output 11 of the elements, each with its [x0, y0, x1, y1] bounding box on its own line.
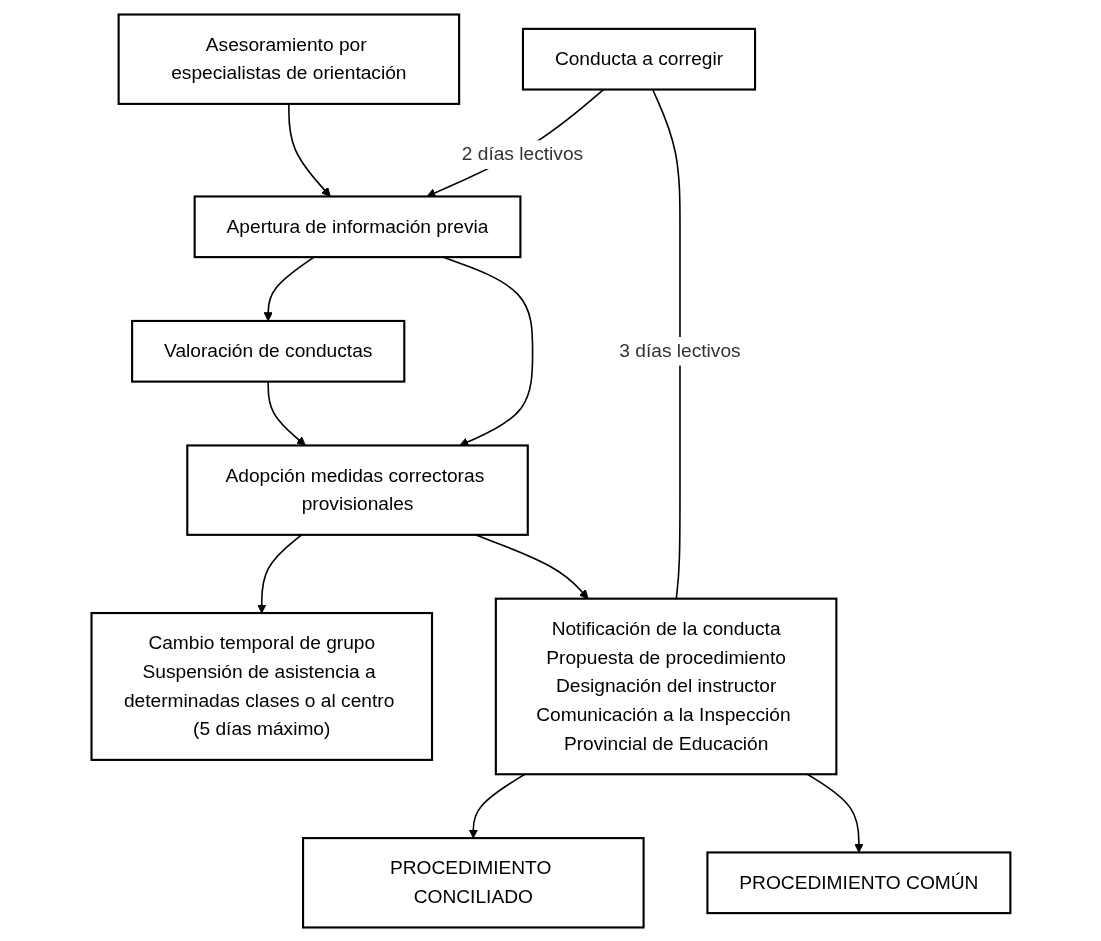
- node-box: Adopción medidas correctoras provisionales: [185, 443, 529, 536]
- edge-label: 3 días lectivos: [618, 339, 741, 361]
- node-box: Cambio temporal de grupo Suspensión de asistencia a determinadas clases o al centro (5 días máximo): [90, 611, 433, 761]
- node-box: Apertura de información previa: [193, 194, 522, 258]
- node-box: PROCEDIMIENTO CONCILIADO: [301, 836, 645, 929]
- node-box: PROCEDIMIENTO COMÚN: [705, 850, 1011, 914]
- node-box: Notificación de la conducta Propuesta de procedimiento Designación del instructor Comunicación a la Inspección Provincial de Educación: [494, 597, 837, 775]
- node-box: Conducta a corregir: [521, 27, 756, 91]
- node-box: Asesoramiento por especialistas de orientación: [117, 12, 460, 105]
- edge-label: 2 días lectivos: [461, 142, 583, 165]
- node-box: Valoración de conductas: [130, 319, 405, 383]
